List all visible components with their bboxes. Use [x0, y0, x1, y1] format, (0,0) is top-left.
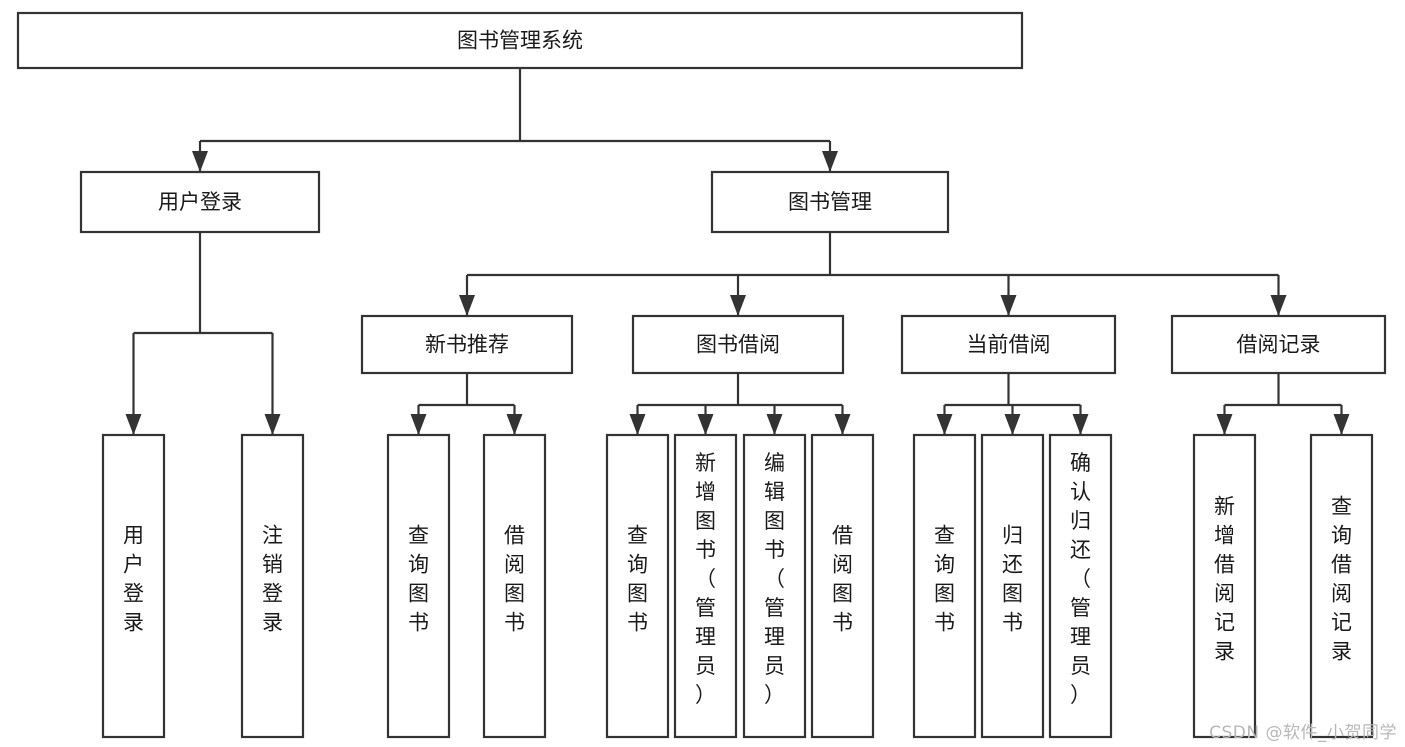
node-label-leaf-query-book-1: 查询图书 — [408, 524, 429, 635]
arrow-head — [936, 414, 953, 435]
node-box-book-manage[interactable] — [710, 170, 950, 234]
arrow-head — [1000, 295, 1017, 316]
node-label-book-manage: 图书管理 — [788, 190, 872, 214]
node-box-leaf-query-record[interactable] — [1309, 433, 1374, 739]
node-box-leaf-query-book-2[interactable] — [605, 433, 670, 739]
node-label-borrow-record: 借阅记录 — [1237, 333, 1321, 357]
node-box-leaf-add-record[interactable] — [1192, 433, 1257, 739]
arrow-head — [1216, 414, 1233, 435]
node-label-leaf-confirm-return: 确认归还（管理员） — [1070, 451, 1091, 707]
node-box-leaf-add-book[interactable] — [673, 433, 738, 739]
node-label-leaf-borrow-book-1: 借阅图书 — [504, 524, 525, 635]
boxes-layer — [16, 11, 1387, 739]
node-box-leaf-edit-book[interactable] — [742, 433, 807, 739]
node-label-leaf-edit-book: 编辑图书（管理员） — [764, 451, 785, 707]
arrow-head — [1333, 414, 1350, 435]
node-box-user-login[interactable] — [79, 170, 321, 234]
node-box-current-borrow[interactable] — [900, 314, 1117, 375]
arrow-head — [834, 414, 851, 435]
arrow-head — [1072, 414, 1089, 435]
connectors-layer — [125, 68, 1350, 435]
node-label-leaf-add-book: 新增图书（管理员） — [695, 451, 716, 707]
node-label-leaf-user-login: 用户登录 — [123, 524, 144, 635]
node-label-new-book-recommend: 新书推荐 — [425, 333, 509, 357]
arrow-head — [264, 414, 281, 435]
node-label-leaf-add-record: 新增借阅记录 — [1214, 495, 1235, 664]
node-box-leaf-borrow-book-1[interactable] — [482, 433, 547, 739]
arrow-head — [730, 295, 746, 316]
node-label-leaf-borrow-book-2: 借阅图书 — [832, 524, 853, 635]
arrow-head — [766, 414, 783, 435]
node-label-current-borrow: 当前借阅 — [967, 333, 1051, 357]
node-label-leaf-query-book-3: 查询图书 — [934, 524, 955, 635]
node-box-leaf-return-book[interactable] — [980, 433, 1045, 739]
node-label-leaf-user-logout: 注销登录 — [262, 524, 283, 635]
arrow-head — [506, 414, 523, 435]
arrow-head — [410, 414, 427, 435]
arrow-head — [1004, 414, 1021, 435]
arrow-head — [697, 414, 714, 435]
node-label-leaf-return-book: 归还图书 — [1002, 524, 1023, 635]
arrow-head — [125, 414, 142, 435]
node-box-new-book-recommend[interactable] — [360, 314, 574, 375]
node-box-book-borrow[interactable] — [631, 314, 845, 375]
node-box-leaf-borrow-book-2[interactable] — [810, 433, 875, 739]
node-label-user-login: 用户登录 — [158, 190, 242, 214]
node-box-leaf-confirm-return[interactable] — [1048, 433, 1113, 739]
node-box-root[interactable] — [16, 11, 1024, 70]
node-label-book-borrow: 图书借阅 — [696, 333, 780, 357]
node-label-leaf-query-book-2: 查询图书 — [627, 524, 648, 635]
node-box-leaf-user-logout[interactable] — [240, 433, 305, 739]
node-box-borrow-record[interactable] — [1170, 314, 1387, 375]
node-label-root: 图书管理系统 — [457, 29, 583, 53]
arrow-head — [192, 151, 208, 172]
arrow-head — [459, 295, 475, 316]
labels-layer: 图书管理系统用户登录图书管理新书推荐图书借阅当前借阅借阅记录用户登录注销登录查询… — [123, 29, 1352, 708]
node-box-leaf-query-book-3[interactable] — [912, 433, 977, 739]
arrow-head — [629, 414, 646, 435]
arrow-head — [1270, 295, 1287, 316]
node-label-leaf-query-record: 查询借阅记录 — [1331, 495, 1352, 664]
node-box-leaf-query-book-1[interactable] — [386, 433, 451, 739]
arrow-head — [822, 151, 838, 172]
node-box-leaf-user-login[interactable] — [101, 433, 166, 739]
